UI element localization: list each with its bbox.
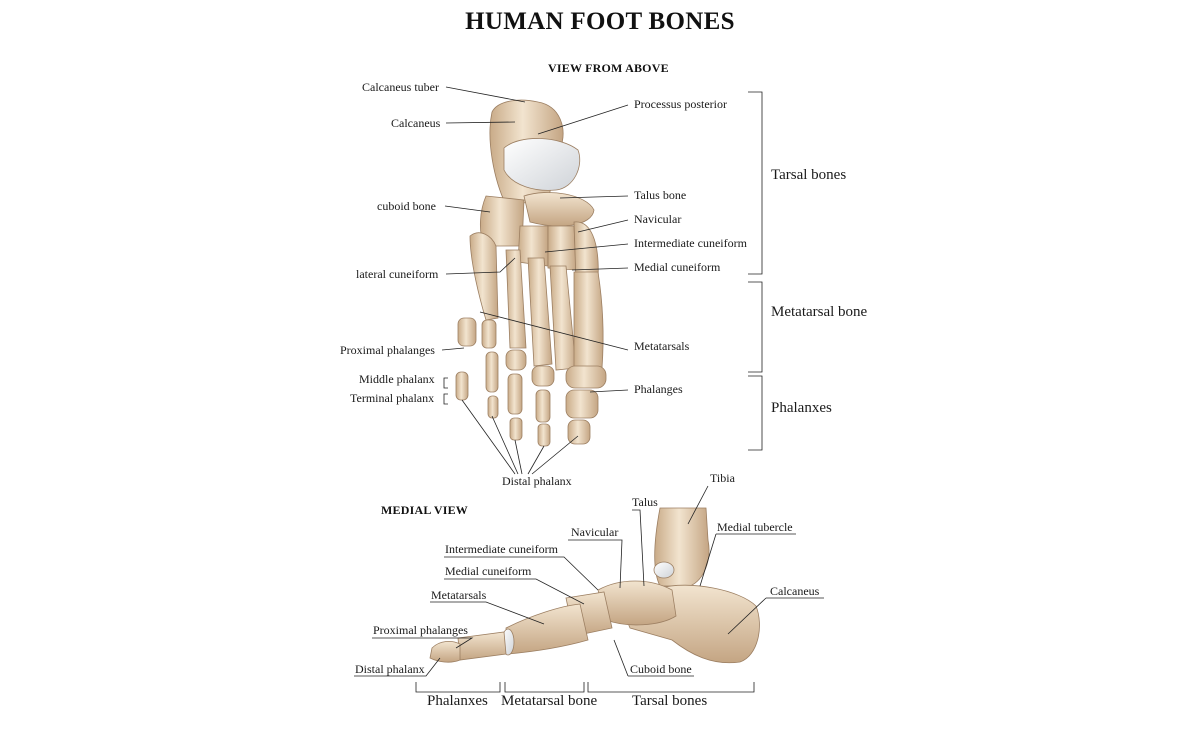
- label-lateral-cuneiform: lateral cuneiform: [356, 267, 439, 281]
- group-phalanxes: Phalanxes: [771, 400, 832, 416]
- medial-label-medial-tubercle: Medial tubercle: [717, 520, 793, 534]
- label-medial-cuneiform: Medial cuneiform: [634, 260, 721, 274]
- label-intermediate-cuneiform: Intermediate cuneiform: [634, 236, 747, 250]
- medial-label-navicular: Navicular: [571, 525, 619, 539]
- medial-label-cuboid-bone: Cuboid bone: [630, 662, 692, 676]
- label-middle-phalanx: Middle phalanx: [359, 372, 435, 386]
- label-proximal-phalanges: Proximal phalanges: [340, 343, 435, 357]
- label-talus-bone: Talus bone: [634, 188, 687, 202]
- medial-label-calcaneus: Calcaneus: [770, 584, 820, 598]
- medial-view-foot: [429, 507, 760, 664]
- top-view-leaders: [441, 86, 763, 475]
- label-cuboid-bone: cuboid bone: [377, 199, 436, 213]
- group-tarsal-bones: Tarsal bones: [771, 167, 847, 183]
- medial-label-metatarsals: Metatarsals: [431, 588, 487, 602]
- label-metatarsals: Metatarsals: [634, 339, 690, 353]
- medial-label-medial-cuneiform: Medial cuneiform: [445, 564, 532, 578]
- label-distal-phalanx: Distal phalanx: [502, 474, 572, 488]
- group-metatarsal-bone: Metatarsal bone: [771, 304, 868, 320]
- medial-group-metatarsal-bone: Metatarsal bone: [501, 693, 598, 709]
- medial-label-intermediate-cuneiform: Intermediate cuneiform: [445, 542, 558, 556]
- medial-view-leaders: [354, 485, 824, 693]
- section-title-top-view: VIEW FROM ABOVE: [548, 61, 669, 75]
- label-navicular: Navicular: [634, 212, 682, 226]
- medial-group-tarsal-bones: Tarsal bones: [632, 693, 708, 709]
- medial-label-talus: Talus: [632, 495, 658, 509]
- top-view-foot: [455, 99, 607, 447]
- label-phalanges: Phalanges: [634, 382, 683, 396]
- page-title: HUMAN FOOT BONES: [465, 8, 735, 35]
- label-calcaneus-tuber: Calcaneus tuber: [362, 80, 439, 94]
- section-title-medial-view: MEDIAL VIEW: [381, 503, 468, 517]
- label-calcaneus: Calcaneus: [391, 116, 441, 130]
- medial-label-tibia: Tibia: [710, 471, 735, 485]
- label-terminal-phalanx: Terminal phalanx: [350, 391, 435, 405]
- label-processus-posterior: Processus posterior: [634, 97, 727, 111]
- medial-label-proximal-phalanges: Proximal phalanges: [373, 623, 468, 637]
- medial-label-distal-phalanx: Distal phalanx: [355, 662, 425, 676]
- medial-group-phalanxes: Phalanxes: [427, 693, 488, 709]
